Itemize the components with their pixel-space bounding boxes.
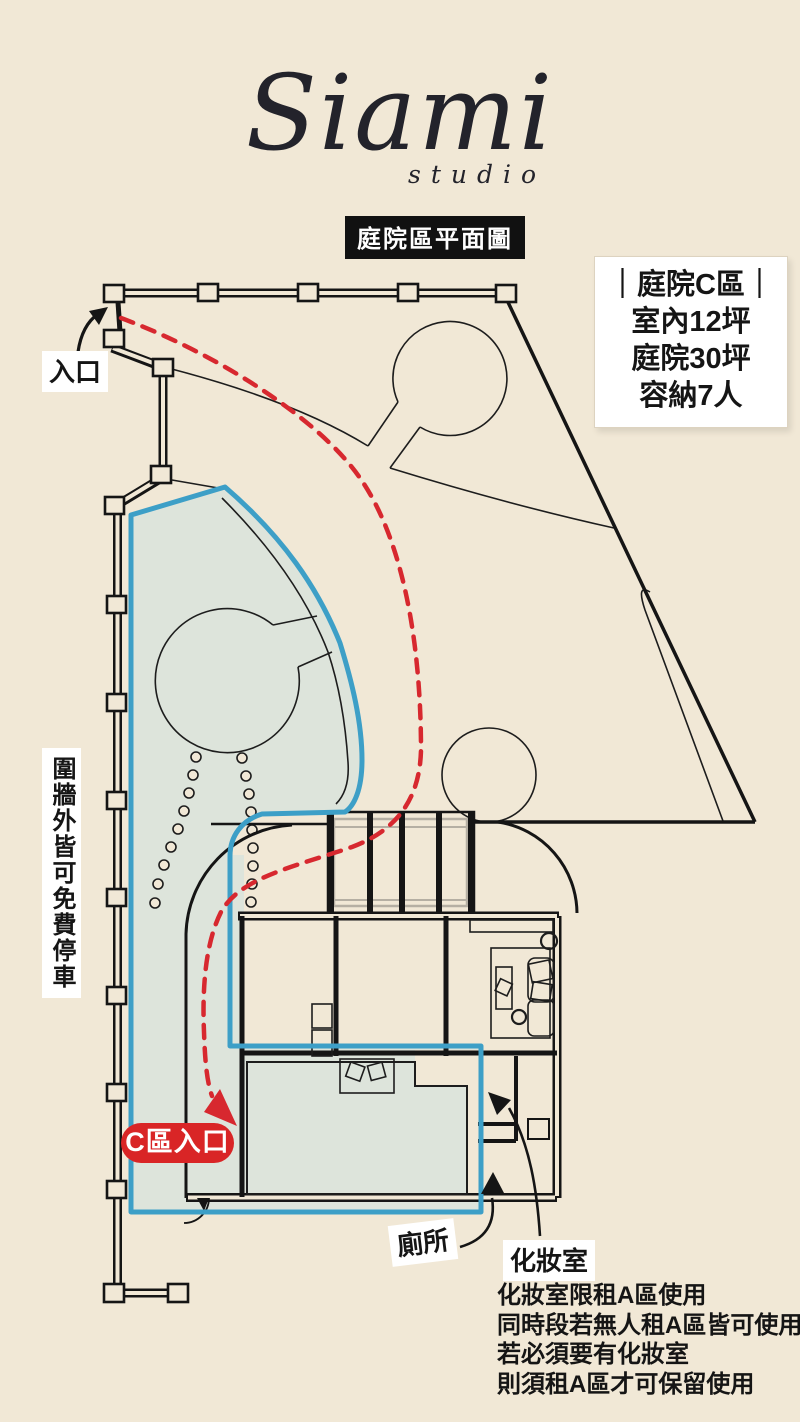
entrance-arrowhead-icon [89, 307, 108, 325]
c-zone-entrance-badge: C區入口 [121, 1123, 234, 1163]
door-swing [183, 1197, 210, 1224]
porch-vestibule [326, 810, 476, 915]
toilet-label: 廁所 [387, 1218, 459, 1267]
zone-info-box: ｜庭院C區｜ 室內12坪 庭院30坪 容納7人 [594, 256, 788, 428]
building [183, 911, 562, 1224]
entrance-arrow [76, 312, 99, 353]
furniture [311, 919, 559, 1094]
studio-logo-sub: studio [408, 160, 547, 189]
zone-info-line: 室內12坪 [631, 306, 751, 338]
courtyard-boundary [184, 297, 757, 1198]
studio-logo: Siami [245, 52, 555, 174]
route-arrowhead-icon [204, 1089, 237, 1126]
makeup-arrow [507, 1107, 542, 1237]
toilet-makeup-walls [478, 1056, 518, 1197]
zone-info-line: 庭院30坪 [631, 343, 751, 375]
washbasin [527, 1118, 550, 1140]
annotation-arrows [76, 307, 542, 1249]
parking-note-label: 圍牆外皆可免費停車 [42, 748, 81, 998]
c-room-outline [246, 1061, 468, 1195]
makeup-arrowhead-icon [488, 1092, 511, 1115]
wall-posts [102, 282, 518, 1304]
interior-walls [239, 916, 557, 1197]
c-zone-fill [131, 487, 481, 1212]
rule-line: 則須租A區才可保留使用 [497, 1370, 755, 1398]
rule-line: 化妝室限租A區使用 [497, 1282, 707, 1309]
zone-info-line: 容納7人 [639, 380, 743, 412]
c-zone-outline [128, 484, 484, 1215]
perimeter-wall [102, 282, 518, 1304]
rule-line: 若必須要有化妝室 [497, 1341, 689, 1368]
toilet-arrow [459, 1197, 495, 1249]
toilet-arrowhead-icon [481, 1172, 504, 1194]
page-title: 庭院區平面圖 [345, 216, 525, 259]
red-route [118, 315, 424, 1126]
rule-line: 同時段若無人租A區皆可使用 [497, 1311, 800, 1339]
makeup-room-rules: 化妝室限租A區使用 同時段若無人租A區皆可使用 若必須要有化妝室 則須租A區才可… [497, 1281, 800, 1399]
zone-info-line: ｜庭院C區｜ [608, 269, 774, 301]
makeup-room-label: 化妝室 [503, 1240, 596, 1281]
entrance-label: 入口 [42, 351, 109, 392]
